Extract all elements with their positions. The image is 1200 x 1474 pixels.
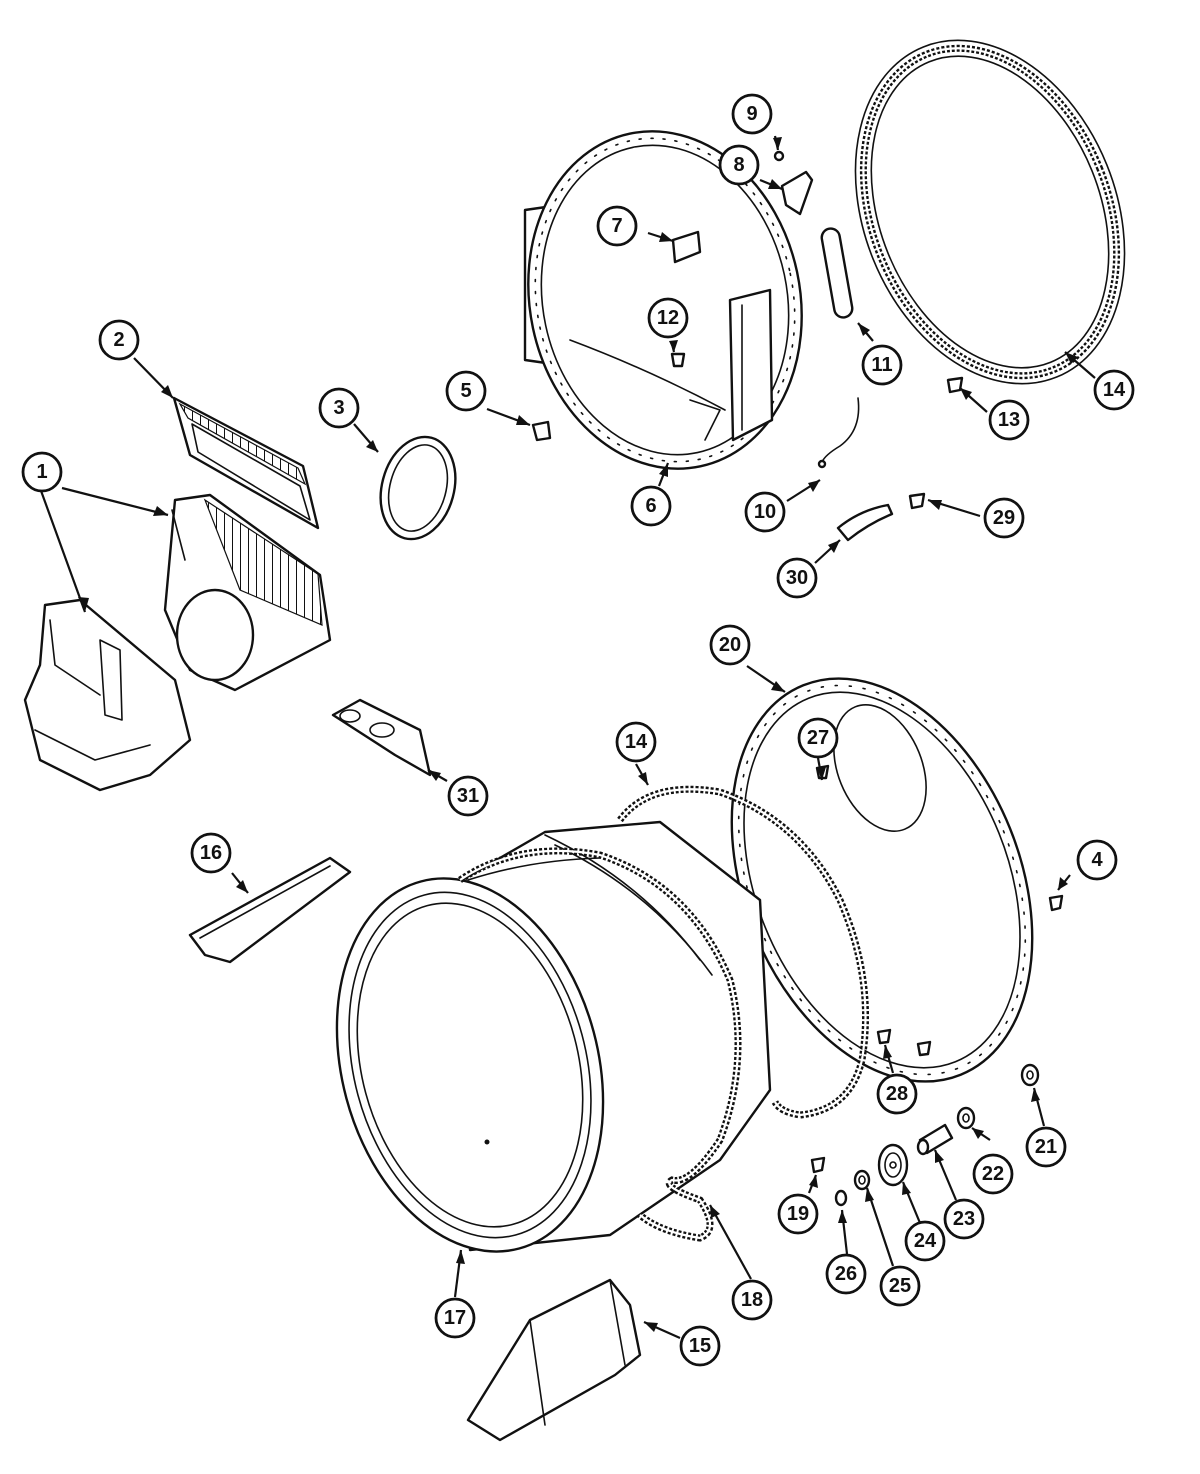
part-seal-clip [671, 230, 702, 264]
part-lamp-bracket [780, 170, 814, 216]
part-drum-seal-lower [617, 785, 869, 1119]
callout-22: 22 [972, 1153, 1014, 1195]
callout-25: 25 [879, 1265, 921, 1307]
callout-label: 19 [787, 1203, 809, 1225]
callout-label: 27 [807, 727, 829, 749]
callout-label: 31 [457, 785, 479, 807]
callout-11: 11 [861, 344, 903, 386]
part-washer-22 [956, 1106, 976, 1130]
callout-7: 7 [596, 205, 638, 247]
callout-31: 31 [447, 775, 489, 817]
part-washer-25 [853, 1169, 871, 1191]
callout-30: 30 [776, 557, 818, 599]
callout-label: 16 [200, 842, 222, 864]
callout-3: 3 [318, 387, 360, 429]
callout-label: 29 [993, 507, 1015, 529]
part-bracket-31 [331, 698, 432, 777]
callout-label: 3 [333, 397, 344, 419]
part-screws-28 [876, 1028, 932, 1057]
part-bearing-ring [379, 435, 457, 541]
callout-label: 8 [733, 154, 744, 176]
part-drum-glide-16 [188, 856, 352, 964]
callout-23: 23 [943, 1198, 985, 1240]
callout-15: 15 [679, 1325, 721, 1367]
callout-27: 27 [797, 717, 839, 759]
part-screw-12 [670, 352, 686, 368]
part-screw-19 [810, 1156, 826, 1174]
callout-19: 19 [777, 1193, 819, 1235]
callout-1: 1 [21, 451, 63, 493]
callout-4: 4 [1076, 839, 1118, 881]
callout-8: 8 [718, 144, 760, 186]
part-washer-21 [1020, 1063, 1040, 1087]
callout-9: 9 [731, 93, 773, 135]
callout-label: 2 [113, 329, 124, 351]
callout-label: 17 [444, 1307, 466, 1329]
callout-label: 11 [871, 354, 892, 376]
callout-label: 28 [886, 1083, 908, 1105]
callout-label: 7 [611, 215, 622, 237]
part-wire-10 [821, 397, 860, 463]
part-lint-duct-upper [163, 493, 332, 692]
part-roller-24 [877, 1143, 909, 1187]
part-nut [773, 150, 785, 162]
arrowheads [78, 137, 1078, 1332]
callout-26: 26 [825, 1253, 867, 1295]
part-shroud-15 [466, 1278, 642, 1442]
callout-label: 15 [689, 1335, 711, 1357]
callout-21: 21 [1025, 1126, 1067, 1168]
callout-28: 28 [876, 1073, 918, 1115]
callout-label: 24 [914, 1230, 937, 1252]
callout-label: 18 [741, 1289, 763, 1311]
callout-label: 23 [953, 1208, 975, 1230]
part-slot-cover [820, 227, 854, 319]
part-drum-seal-18 [458, 847, 742, 1242]
part-drum-seal-top [854, 39, 1126, 385]
callout-5: 5 [445, 370, 487, 412]
callout-label: 5 [460, 380, 471, 402]
part-glide-30 [836, 503, 894, 542]
callout-13: 13 [988, 399, 1030, 441]
callout-label: 30 [786, 567, 808, 589]
callout-label: 12 [657, 307, 679, 329]
part-rear-bulkhead [730, 677, 1034, 1083]
part-drum [335, 820, 772, 1253]
callout-label: 9 [746, 103, 757, 125]
part-shaft-23 [916, 1123, 954, 1156]
callout-label: 21 [1035, 1136, 1057, 1158]
part-lint-duct-lower [23, 598, 192, 792]
callout-20: 20 [709, 624, 751, 666]
callout-10: 10 [744, 491, 786, 533]
callout-6: 6 [630, 485, 672, 527]
callout-label: 14 [1103, 379, 1126, 401]
callout-label: 13 [998, 409, 1020, 431]
part-screw-4 [1048, 894, 1064, 912]
callout-label: 10 [754, 501, 776, 523]
callout-label: 25 [889, 1275, 911, 1297]
part-lint-filter [172, 396, 320, 530]
callout-18: 18 [731, 1279, 773, 1321]
callout-label: 26 [835, 1263, 857, 1285]
callout-label: 14 [625, 731, 648, 753]
callout-14a: 14 [1093, 369, 1135, 411]
callout-29: 29 [983, 497, 1025, 539]
callout-24: 24 [904, 1220, 946, 1262]
callout-label: 1 [36, 461, 47, 483]
callout-label: 22 [982, 1163, 1004, 1185]
callout-label: 20 [719, 634, 741, 656]
part-screw-13 [946, 376, 964, 394]
part-wire-10-end [817, 459, 827, 469]
callout-label: 6 [645, 495, 656, 517]
callout-17: 17 [434, 1297, 476, 1339]
callout-14b: 14 [615, 721, 657, 763]
part-screw-29 [908, 492, 926, 510]
callout-2: 2 [98, 319, 140, 361]
callout-label: 4 [1091, 849, 1103, 871]
callout-12: 12 [647, 297, 689, 339]
part-clip-5 [531, 420, 552, 442]
callout-16: 16 [190, 832, 232, 874]
part-clip-26 [834, 1189, 848, 1207]
